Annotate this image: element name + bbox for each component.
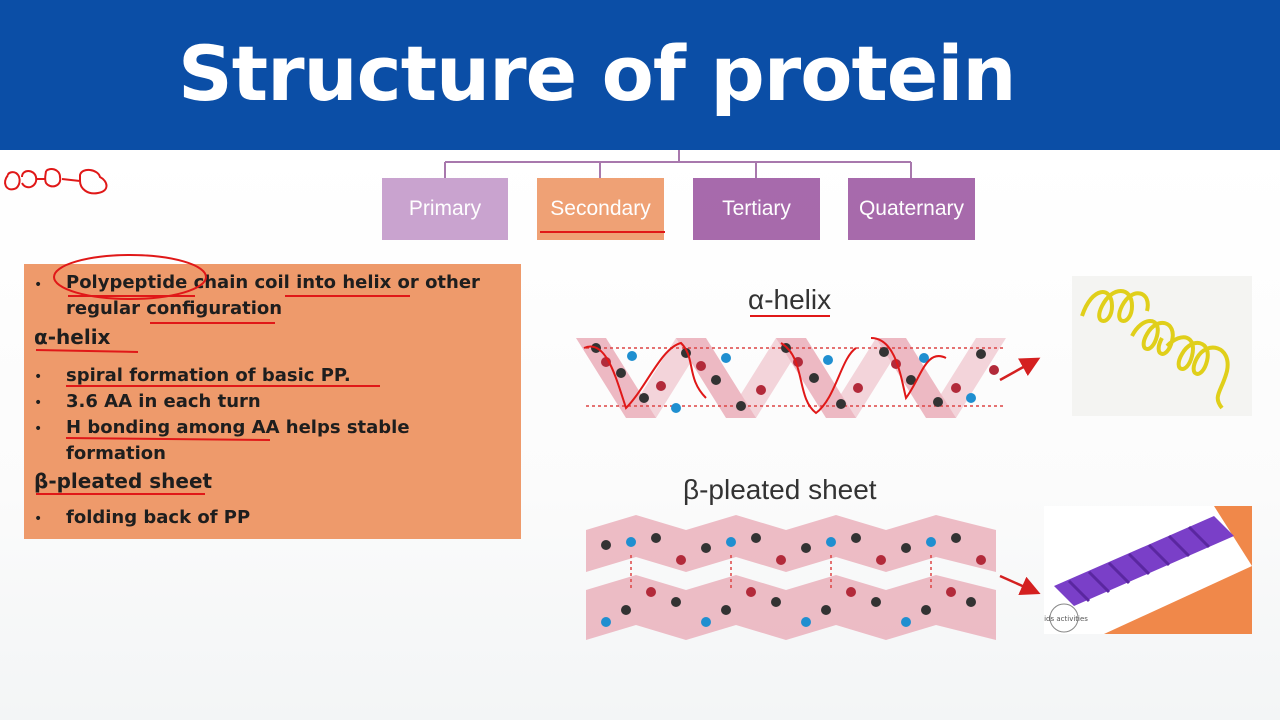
alpha-helix-heading: α-helix xyxy=(34,325,111,349)
alpha-point-2: 3.6 AA in each turn xyxy=(66,391,261,412)
note-line-1b: regular configuration xyxy=(66,298,283,319)
watermark-logo-icon xyxy=(1049,603,1079,633)
alpha-helix-label: α-helix xyxy=(748,284,832,315)
watermark-text: kids activities xyxy=(1044,615,1088,623)
alpha-point-3-cont: formation xyxy=(66,443,166,464)
bullet-icon: • xyxy=(34,421,43,437)
beta-sheet-label: β-pleated sheet xyxy=(683,474,877,505)
category-tertiary: Tertiary xyxy=(693,178,820,240)
coil-spring-photo xyxy=(1072,276,1252,416)
arrow-to-fold xyxy=(999,574,1041,596)
beta-sheet-diagram xyxy=(586,515,996,640)
title-banner xyxy=(0,0,1280,150)
alpha-point-1: spiral formation of basic PP. xyxy=(66,365,351,386)
handwritten-scribble-icon xyxy=(4,168,108,195)
beta-sheet-heading: β-pleated sheet xyxy=(34,469,213,493)
category-secondary: Secondary xyxy=(537,178,664,240)
category-quaternary: Quaternary xyxy=(848,178,975,240)
alpha-point-3: H bonding among AA helps stable xyxy=(66,417,410,438)
bullet-icon: • xyxy=(34,369,43,385)
category-primary: Primary xyxy=(382,178,508,240)
arrow-to-coil xyxy=(999,357,1041,382)
beta-point-1: folding back of PP xyxy=(66,507,251,528)
alpha-helix-diagram xyxy=(576,337,1006,418)
bullet-icon: • xyxy=(34,277,43,293)
folded-paper-photo: kids activities xyxy=(1044,506,1252,634)
bullet-icon: • xyxy=(34,395,43,411)
bullet-icon: • xyxy=(34,511,43,527)
hierarchy-connectors xyxy=(444,150,912,178)
page-title: Structure of protein xyxy=(178,29,1016,118)
